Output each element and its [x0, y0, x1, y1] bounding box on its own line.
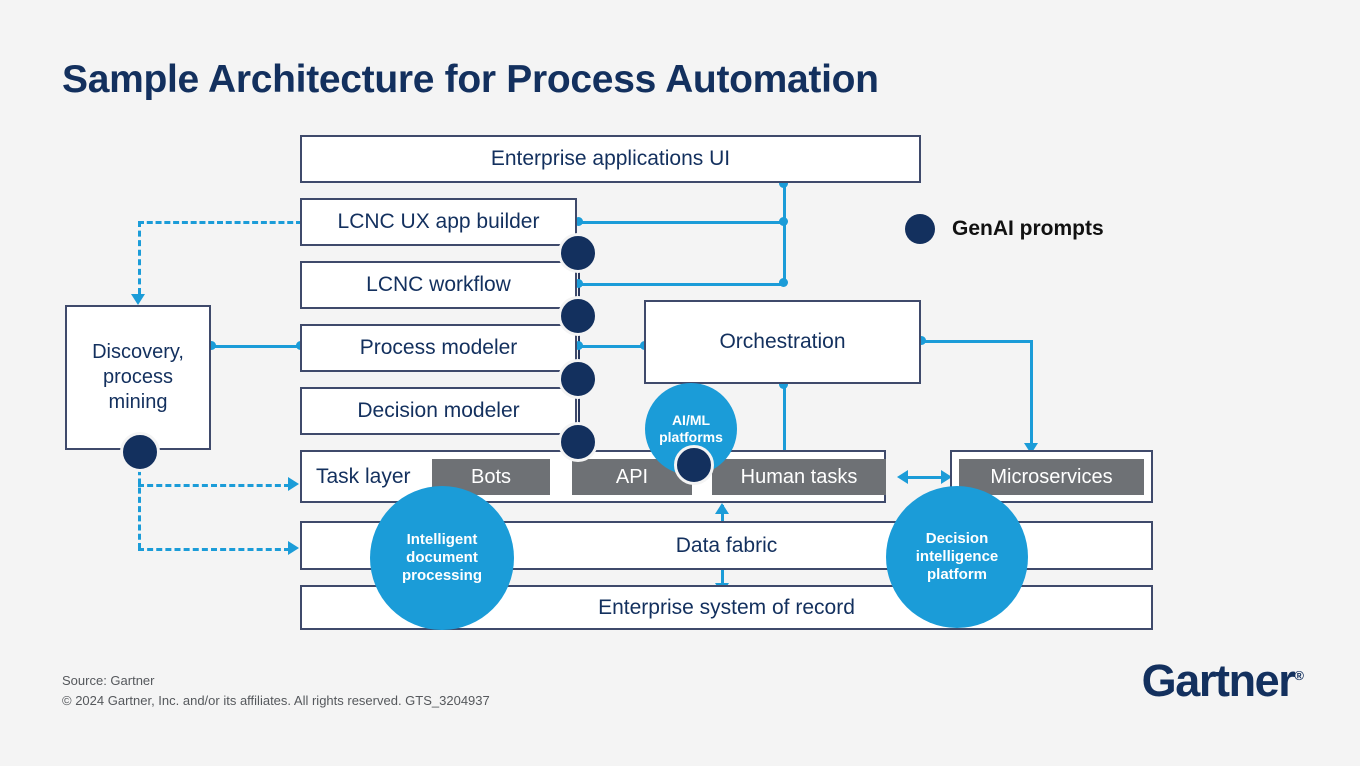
connector-humantasks-microservices: [906, 476, 944, 479]
box-label: LCNC workflow: [366, 273, 511, 296]
connector-lcncwf-to-eapps: [578, 283, 785, 286]
bubble-line-1: Decision: [925, 530, 989, 548]
connector-dot: [779, 278, 788, 287]
box-process-modeler[interactable]: Process modeler: [300, 324, 577, 372]
connector-lcncux-to-eapps: [578, 221, 785, 224]
bubble-decision-intelligence-platform[interactable]: Decision intelligence platform: [886, 486, 1028, 628]
bubble-line-2: platforms: [659, 429, 723, 445]
bubble-line-1: AI/ML: [671, 412, 711, 429]
connector-orch-to-humantasks: [783, 384, 786, 456]
connector-dot: [917, 336, 926, 345]
box-label: Enterprise system of record: [598, 595, 855, 619]
bubble-line-1: Intelligent: [406, 531, 478, 549]
box-enterprise-applications-ui[interactable]: Enterprise applications UI: [300, 135, 921, 183]
box-label: Orchestration: [719, 330, 846, 353]
box-label: API: [615, 465, 649, 488]
box-lcnc-workflow[interactable]: LCNC workflow: [300, 261, 577, 309]
gartner-logo: Gartner®: [1142, 655, 1304, 707]
connector-dot: [779, 179, 788, 188]
legend: GenAI prompts: [905, 214, 1104, 244]
genai-prompt-dot-discovery[interactable]: [120, 432, 160, 472]
bubble-line-2: intelligence: [915, 548, 999, 566]
box-label: Bots: [470, 465, 512, 488]
legend-label: GenAI prompts: [952, 217, 1104, 240]
arrowhead-into-tasklayer: [288, 477, 299, 491]
arrowhead-right-microservices: [941, 470, 952, 484]
registered-trademark-icon: ®: [1294, 668, 1304, 683]
box-orchestration[interactable]: Orchestration: [644, 300, 921, 384]
arrowhead-up-tasklayer: [715, 503, 729, 514]
box-label: Process modeler: [359, 336, 518, 359]
connector-eapps-vertical: [783, 183, 786, 283]
arrowhead-into-microservices: [1024, 443, 1038, 454]
box-label: Data fabric: [675, 533, 778, 557]
dashed-lcncux-to-left: [138, 221, 302, 224]
genai-prompt-dot-ai-ml[interactable]: [674, 445, 714, 485]
bubble-line-2: document: [406, 549, 478, 567]
page-title: Sample Architecture for Process Automati…: [62, 58, 879, 101]
connector-dot: [779, 380, 788, 389]
box-label: Enterprise applications UI: [490, 147, 731, 170]
arrowhead-into-datafabric: [288, 541, 299, 555]
dashed-discovery-to-datafabric: [138, 548, 290, 551]
connector-dot: [574, 279, 583, 288]
box-label: Human tasks: [740, 465, 858, 488]
genai-prompt-dot-process-modeler[interactable]: [558, 359, 598, 399]
connector-dot: [574, 217, 583, 226]
connector-datafabric-sor: [721, 570, 724, 586]
genai-prompt-dot-lcnc-workflow[interactable]: [558, 296, 598, 336]
box-microservices[interactable]: Microservices: [959, 459, 1144, 495]
discovery-line-1: Discovery,: [92, 341, 184, 363]
footer-source: Source: Gartner: [62, 673, 155, 688]
connector-orch-right: [921, 340, 1033, 343]
connector-orch-down-to-microservices: [1030, 340, 1033, 444]
box-decision-modeler[interactable]: Decision modeler: [300, 387, 577, 435]
arrowhead-into-discovery: [131, 294, 145, 305]
dashed-down-to-discovery: [138, 221, 141, 294]
box-lcnc-ux-app-builder[interactable]: LCNC UX app builder: [300, 198, 577, 246]
dashed-discovery-down: [138, 460, 141, 549]
footer: Source: Gartner © 2024 Gartner, Inc. and…: [62, 671, 490, 711]
task-layer-label: Task layer: [316, 464, 411, 488]
box-discovery-process-mining[interactable]: Discovery, process mining: [65, 305, 211, 450]
discovery-line-3: mining: [108, 391, 168, 413]
box-label: Microservices: [990, 465, 1113, 488]
connector-dot: [574, 341, 583, 350]
footer-copyright: © 2024 Gartner, Inc. and/or its affiliat…: [62, 693, 490, 709]
connector-discovery-to-processmodeler: [212, 345, 302, 348]
connector-processmodeler-to-orchestration: [578, 345, 646, 348]
bubble-intelligent-document-processing[interactable]: Intelligent document processing: [370, 486, 514, 630]
dashed-discovery-to-tasklayer: [138, 484, 290, 487]
connector-spine-vertical: [578, 240, 580, 472]
gartner-wordmark: Gartner: [1141, 655, 1296, 706]
box-label: Decision modeler: [357, 399, 520, 422]
box-label: LCNC UX app builder: [337, 210, 540, 233]
genai-prompt-dot-lcnc-ux[interactable]: [558, 233, 598, 273]
legend-marker-icon: [905, 214, 935, 244]
discovery-line-2: process: [102, 366, 174, 388]
arrowhead-left-humantasks: [897, 470, 908, 484]
genai-prompt-dot-decision-modeler[interactable]: [558, 422, 598, 462]
connector-dot: [779, 217, 788, 226]
bubble-line-3: platform: [927, 565, 987, 583]
bubble-line-3: processing: [401, 566, 483, 584]
connector-dot: [207, 341, 216, 350]
box-human-tasks[interactable]: Human tasks: [712, 459, 886, 495]
